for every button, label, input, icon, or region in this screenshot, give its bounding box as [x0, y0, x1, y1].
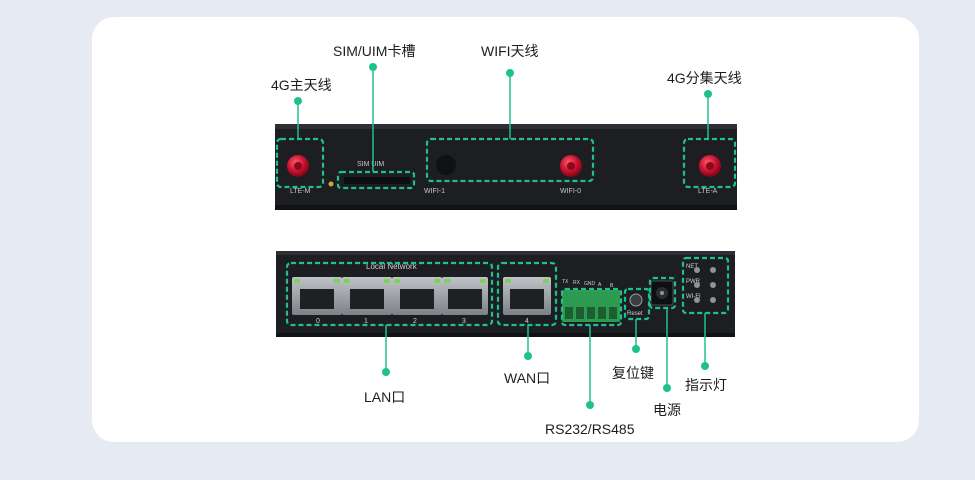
terminal-pin-label: TX [562, 279, 569, 285]
router-top-panel [275, 124, 737, 210]
led-indicator [694, 282, 700, 288]
lan-port-0 [292, 277, 342, 315]
wifi0-port-label: WIFI-0 [560, 188, 581, 195]
indicator-callout-dot [701, 362, 709, 370]
wifi-antenna-label: WIFI天线 [481, 43, 539, 59]
wan-label: WAN口 [504, 370, 551, 386]
reset-label: Reset [627, 311, 643, 317]
lan-callout-dot [382, 368, 390, 376]
led-indicator [710, 297, 716, 303]
wifi1-port-label: WIFI-1 [424, 188, 445, 195]
aux-antenna-callout-dot [704, 90, 712, 98]
content-card [92, 17, 919, 442]
lan-label: LAN口 [364, 389, 406, 405]
main-antenna-callout-dot [294, 97, 302, 105]
lan-port-number: 3 [462, 318, 466, 325]
lte-aux-highlight [682, 137, 737, 189]
lan-port-number: 1 [364, 318, 368, 325]
power-label: 电源 [653, 402, 681, 418]
led-indicator [694, 267, 700, 273]
reset-key-label: 复位键 [612, 365, 654, 381]
sim-highlight [336, 170, 416, 190]
reset-callout-dot [632, 345, 640, 353]
led-indicator [694, 297, 700, 303]
wan-highlight [496, 261, 558, 327]
power-jack [650, 280, 674, 306]
aux-antenna-label: 4G分集天线 [667, 70, 742, 86]
serial-highlight [560, 287, 623, 327]
power-highlight [648, 276, 677, 310]
lan-port-2 [392, 277, 442, 315]
wifi0-antenna-connector [560, 155, 582, 177]
terminal-pin-label: GND [584, 281, 596, 287]
wan-callout-dot [524, 352, 532, 360]
led-label-wifi: WI-FI [686, 294, 701, 300]
lan-port-number: 2 [413, 318, 417, 325]
local-network-label: Local Network [366, 262, 418, 271]
indicator-label: 指示灯 [685, 377, 727, 393]
wan-port [503, 277, 551, 315]
lte-aux-antenna-connector [699, 155, 721, 177]
wan-port-number: 4 [525, 318, 529, 325]
sim-slot [344, 177, 410, 184]
reset-button [629, 293, 643, 307]
main-antenna-label: 4G主天线 [271, 77, 332, 93]
power-callout-dot [663, 384, 671, 392]
sim-slot-callout-label: SIM/UIM卡槽 [333, 43, 416, 59]
lan-highlight [285, 261, 494, 327]
lte-main-highlight [275, 137, 325, 189]
terminal-pin-label: A [598, 282, 602, 288]
lan-port-1 [342, 277, 392, 315]
led-label-pwr: PWR [686, 279, 701, 285]
wifi1-antenna-mount [436, 155, 456, 175]
lan-port-3 [442, 277, 488, 315]
sim-callout-dot [369, 63, 377, 71]
serial-label: RS232/RS485 [545, 421, 635, 437]
terminal-pin-label: RX [573, 280, 581, 286]
lte-main-port-label: LTE-M [290, 188, 311, 195]
sim-slot-label: SIM UIM [357, 161, 384, 168]
serial-callout-dot [586, 401, 594, 409]
status-dot [328, 181, 334, 187]
wifi-callout-dot [506, 69, 514, 77]
led-indicator [710, 282, 716, 288]
led-label-net: NET [686, 264, 698, 270]
terminal-pin-label: B [610, 283, 614, 289]
wifi-highlight [425, 137, 595, 183]
led-indicator [710, 267, 716, 273]
terminal-block [562, 290, 620, 322]
lte-main-antenna-connector [287, 155, 309, 177]
lan-port-number: 0 [316, 318, 320, 325]
lte-aux-port-label: LTE-A [698, 188, 718, 195]
